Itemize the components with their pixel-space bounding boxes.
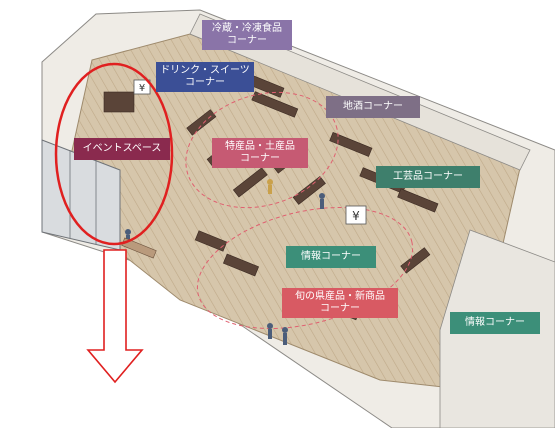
label-info-center: 情報コーナー bbox=[286, 246, 376, 268]
label-info-right: 情報コーナー bbox=[450, 312, 540, 334]
label-seasonal-products: 旬の県産品・新商品 コーナー bbox=[282, 288, 398, 318]
label-drinks-sweets: ドリンク・スイーツ コーナー bbox=[156, 62, 254, 92]
label-specialty-souvenirs: 特産品・土産品 コーナー bbox=[212, 138, 308, 168]
label-event-space: イベントスペース bbox=[74, 138, 170, 160]
label-crafts: 工芸品コーナー bbox=[376, 166, 480, 188]
event-space-highlight bbox=[54, 62, 174, 246]
label-frozen-food: 冷蔵・冷凍食品 コーナー bbox=[202, 20, 292, 50]
yen-sign: ¥ bbox=[352, 209, 360, 223]
yen-sign-2: ¥ bbox=[139, 83, 145, 94]
zone-boundaries bbox=[185, 91, 414, 330]
down-arrow bbox=[86, 249, 144, 384]
register-sign bbox=[345, 205, 367, 225]
label-local-sake: 地酒コーナー bbox=[326, 96, 420, 118]
back-wall bbox=[189, 13, 531, 171]
register-sign-2 bbox=[133, 79, 151, 95]
people-figures bbox=[125, 179, 325, 345]
